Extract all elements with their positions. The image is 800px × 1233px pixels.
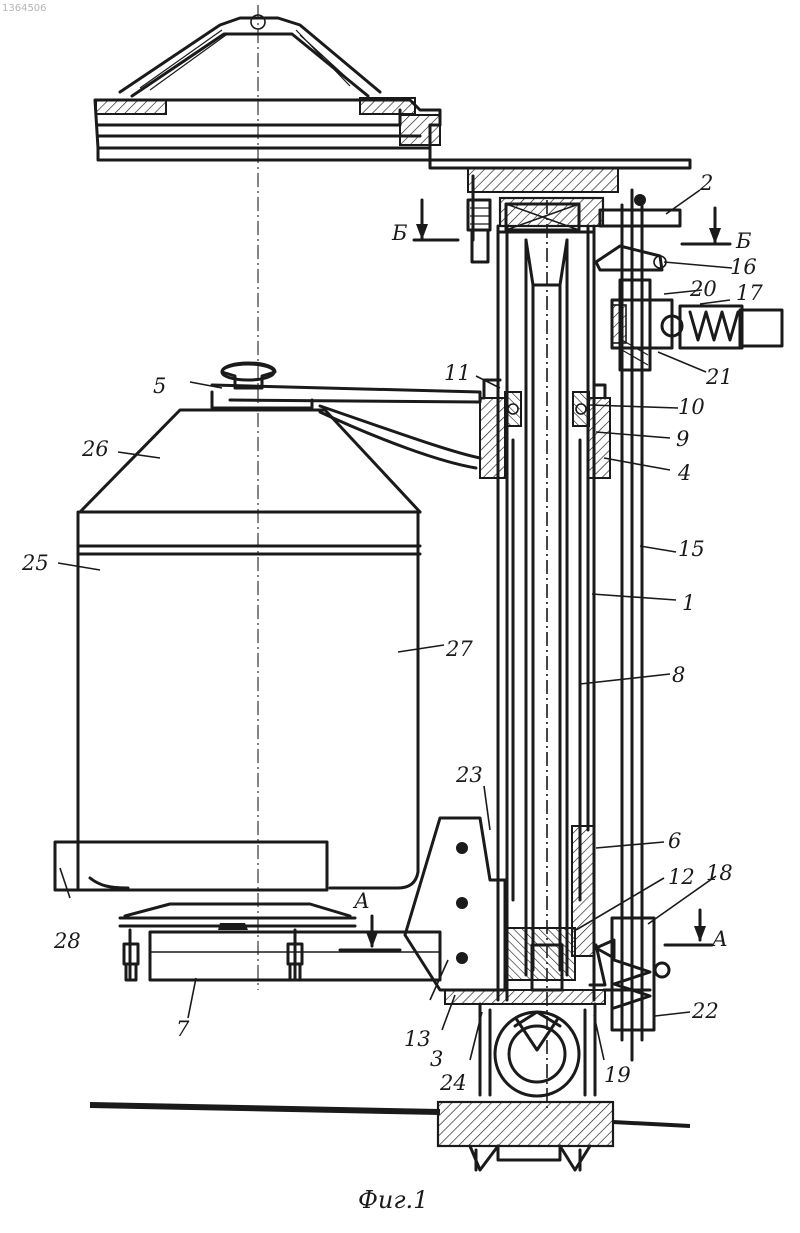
callout-numbers: 1 2 3 4 5 6 7 8 9 10 11 12 13 15 16 17 1… bbox=[21, 171, 763, 1095]
callout-13: 13 bbox=[404, 1027, 431, 1051]
callout-3: 3 bbox=[430, 1047, 443, 1071]
svg-text:А: А bbox=[710, 927, 728, 951]
document-number: 1364506 bbox=[2, 3, 47, 14]
section-mark-b-left: Б bbox=[391, 200, 458, 245]
spring-mechanism-bottom bbox=[590, 918, 669, 1030]
callout-22: 22 bbox=[691, 999, 719, 1023]
callout-7: 7 bbox=[176, 1017, 190, 1041]
callout-18: 18 bbox=[706, 861, 733, 885]
container-body bbox=[78, 410, 420, 888]
callout-15: 15 bbox=[678, 537, 705, 561]
callout-16: 16 bbox=[730, 255, 757, 279]
callout-8: 8 bbox=[672, 663, 685, 687]
callout-26: 26 bbox=[81, 437, 109, 461]
floor-line bbox=[90, 1105, 440, 1112]
slider-6 bbox=[505, 826, 594, 990]
section-mark-a-right: А bbox=[665, 910, 728, 951]
figure-caption: Фиг.1 bbox=[358, 1186, 428, 1214]
section-mark-b-right: Б bbox=[682, 208, 751, 253]
svg-text:Б: Б bbox=[735, 229, 751, 253]
callout-23: 23 bbox=[455, 763, 483, 787]
callout-24: 24 bbox=[439, 1071, 467, 1095]
callout-1: 1 bbox=[682, 591, 695, 615]
svg-text:А: А bbox=[352, 889, 370, 913]
callout-27: 27 bbox=[445, 637, 473, 661]
floor-line-right bbox=[613, 1122, 690, 1126]
callout-5: 5 bbox=[153, 374, 166, 398]
arm-5 bbox=[212, 363, 480, 468]
turntable-7 bbox=[120, 904, 440, 980]
callout-6: 6 bbox=[668, 829, 681, 853]
callout-4: 4 bbox=[677, 461, 691, 485]
bracket-13 bbox=[405, 818, 505, 990]
dome-cover bbox=[95, 15, 440, 160]
callout-25: 25 bbox=[21, 551, 49, 575]
callout-12: 12 bbox=[668, 865, 695, 889]
callout-20: 20 bbox=[689, 277, 717, 301]
callout-17: 17 bbox=[736, 281, 763, 305]
callout-19: 19 bbox=[604, 1063, 631, 1087]
callout-21: 21 bbox=[705, 365, 733, 389]
callout-2: 2 bbox=[699, 171, 713, 195]
callout-10: 10 bbox=[678, 395, 705, 419]
callout-9: 9 bbox=[676, 427, 689, 451]
callout-28: 28 bbox=[53, 929, 81, 953]
svg-text:Б: Б bbox=[391, 221, 407, 245]
callout-11: 11 bbox=[444, 361, 471, 385]
